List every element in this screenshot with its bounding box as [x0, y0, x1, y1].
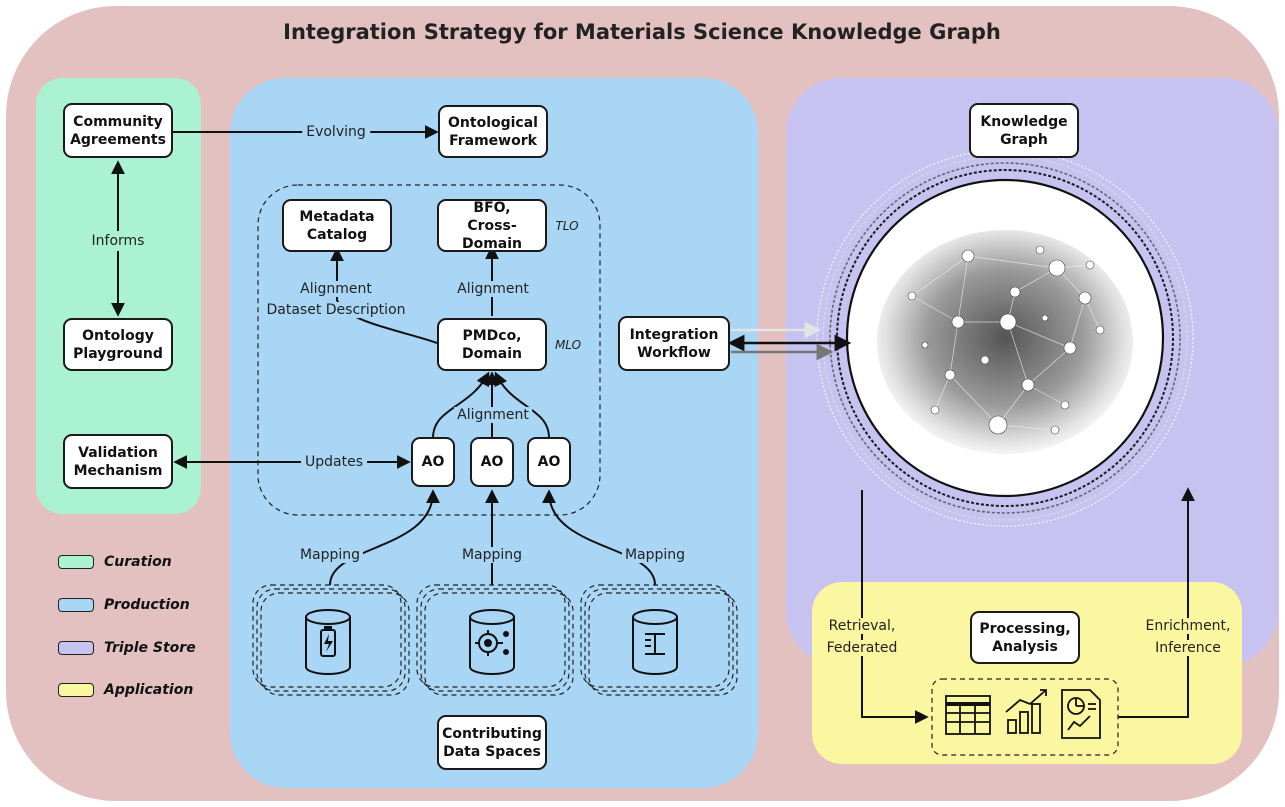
tier-label-tlo: TLO	[555, 219, 579, 233]
gear-network-database-icon	[469, 609, 515, 675]
network-graph-icon	[877, 230, 1133, 454]
enrichment-arrow	[1118, 487, 1195, 718]
battery-database-icon	[305, 609, 351, 675]
validation-mechanism-node: Validation Mechanism	[63, 434, 173, 489]
legend-label-production: Production	[104, 597, 190, 613]
legend-item-triple-store: Triple Store	[58, 640, 196, 656]
legend-swatch-triple-store	[58, 641, 94, 655]
ao1-to-pmdco-arrow	[432, 371, 490, 439]
edge-label-updates: Updates	[301, 454, 367, 470]
mapping-1-arrow	[329, 489, 440, 586]
edge-label-informs: Informs	[87, 231, 149, 251]
edge-label-alignment-bottom: Alignment	[454, 407, 532, 423]
bfo-cross-domain-node: BFO, Cross-Domain	[437, 199, 547, 252]
legend-label-triple-store: Triple Store	[104, 640, 196, 656]
ontology-playground-node: Ontology Playground	[63, 318, 173, 371]
edge-label-mapping-1: Mapping	[296, 547, 364, 563]
ao-node-2: AO	[470, 437, 514, 487]
contributing-data-spaces-node: Contributing Data Spaces	[437, 715, 547, 770]
edge-label-evolving: Evolving	[302, 124, 370, 140]
metadata-catalog-node: Metadata Catalog	[282, 199, 392, 252]
steel-beam-database-icon	[632, 609, 678, 675]
processing-analysis-node: Processing, Analysis	[970, 611, 1080, 664]
knowledge-graph-node: Knowledge Graph	[969, 103, 1079, 158]
report-analytics-icon	[1061, 689, 1101, 739]
application-region	[812, 582, 1242, 764]
data-space-stacks	[252, 584, 738, 696]
production-region	[230, 78, 758, 788]
mapping-3-arrow	[542, 489, 656, 586]
bar-chart-trend-icon	[1005, 689, 1047, 734]
community-agreements-node: Community Agreements	[63, 103, 173, 158]
retrieval-arrow	[861, 490, 929, 724]
ao-node-1: AO	[411, 437, 455, 487]
ao-node-3: AO	[527, 437, 571, 487]
edge-label-inference: Inference	[1152, 640, 1224, 656]
edge-label-alignment-left: Alignment	[297, 281, 375, 297]
edge-label-mapping-2: Mapping	[458, 547, 526, 563]
edge-label-alignment-top: Alignment	[454, 281, 532, 297]
tier-label-mlo: MLO	[554, 338, 582, 352]
legend-item-production: Production	[58, 597, 190, 613]
edge-label-enrichment: Enrichment,	[1142, 618, 1234, 634]
edge-label-retrieval: Retrieval,	[825, 618, 899, 634]
ontological-framework-node: Ontological Framework	[438, 105, 548, 158]
edge-label-mapping-3: Mapping	[621, 547, 689, 563]
legend-label-application: Application	[104, 682, 194, 698]
ontology-layer-container	[257, 184, 601, 516]
pmdco-domain-node: PMDco, Domain	[437, 318, 547, 371]
legend-swatch-production	[58, 598, 94, 612]
legend-label-curation: Curation	[104, 554, 172, 570]
application-tools-container	[931, 678, 1119, 756]
alignment-left-arrow	[330, 247, 438, 344]
legend-swatch-application	[58, 683, 94, 697]
legend-swatch-curation	[58, 555, 94, 569]
edge-label-federated: Federated	[823, 640, 901, 656]
spreadsheet-icon	[945, 695, 991, 735]
legend-item-application: Application	[58, 682, 193, 698]
edge-label-dataset-description: Dataset Description	[263, 302, 409, 318]
diagram-title: Integration Strategy for Materials Scien…	[283, 20, 1001, 44]
integration-workflow-node: Integration Workflow	[618, 316, 730, 371]
legend-item-curation: Curation	[58, 554, 172, 570]
